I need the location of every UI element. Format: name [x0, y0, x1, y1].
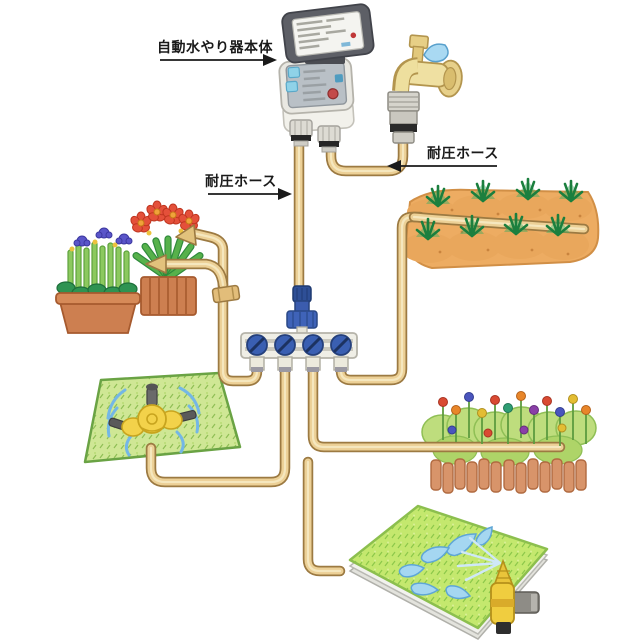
- timer-hose-connectors: [289, 119, 341, 153]
- impulse-sprinkler: [490, 558, 540, 634]
- timer-button-blue: [285, 80, 299, 93]
- label-controller: 自動水やり器本体: [157, 39, 277, 66]
- flower-planters-zone: [55, 200, 205, 334]
- timer-button-red: [327, 88, 339, 100]
- hose-network: [145, 141, 584, 571]
- spray-nozzle-arrow: [145, 254, 167, 274]
- impulse-lawn: [348, 504, 549, 640]
- label-pressure-hose-right: 耐圧ホース: [387, 145, 499, 172]
- flower-bed-greenery: [421, 406, 597, 467]
- manifold-outlets: [249, 356, 349, 372]
- timer-button-teal: [334, 74, 344, 83]
- water-spray: [398, 525, 502, 600]
- controller-label-text: 自動水やり器本体: [157, 39, 273, 56]
- distribution-manifold: [240, 285, 358, 372]
- left-terracotta-pot: [55, 292, 141, 334]
- hose-label-right-arrowhead: [387, 160, 401, 172]
- faucet-adapter: [387, 91, 420, 144]
- hose-label-right-text: 耐圧ホース: [427, 145, 499, 162]
- rotary-sprinkler: [106, 383, 201, 457]
- left-planter-plants: [56, 227, 138, 300]
- manifold-valves: [246, 334, 352, 356]
- blue-flower: [73, 235, 91, 247]
- water-drop: [423, 43, 449, 63]
- blue-flower: [95, 227, 113, 239]
- hose-label-left-arrowhead: [278, 188, 292, 200]
- hose-label-left-text: 耐圧ホース: [205, 173, 277, 190]
- outdoor-faucet: [387, 34, 463, 144]
- hose-to-bottom-lawn: [308, 462, 340, 571]
- spray-nozzle-arrow: [175, 224, 197, 246]
- timer-button-blue: [287, 66, 301, 79]
- watering-timer-unit: [278, 3, 375, 153]
- controller-label-arrowhead: [263, 54, 277, 66]
- hose-coupling: [211, 284, 241, 304]
- label-pressure-hose-left: 耐圧ホース: [205, 173, 292, 200]
- flower-bed-flowers: [438, 391, 591, 446]
- blue-flower: [115, 233, 133, 245]
- right-slat-planter: [140, 276, 197, 316]
- sprinkler-top-nozzle: [146, 387, 158, 407]
- timer-lid-open: [281, 3, 375, 64]
